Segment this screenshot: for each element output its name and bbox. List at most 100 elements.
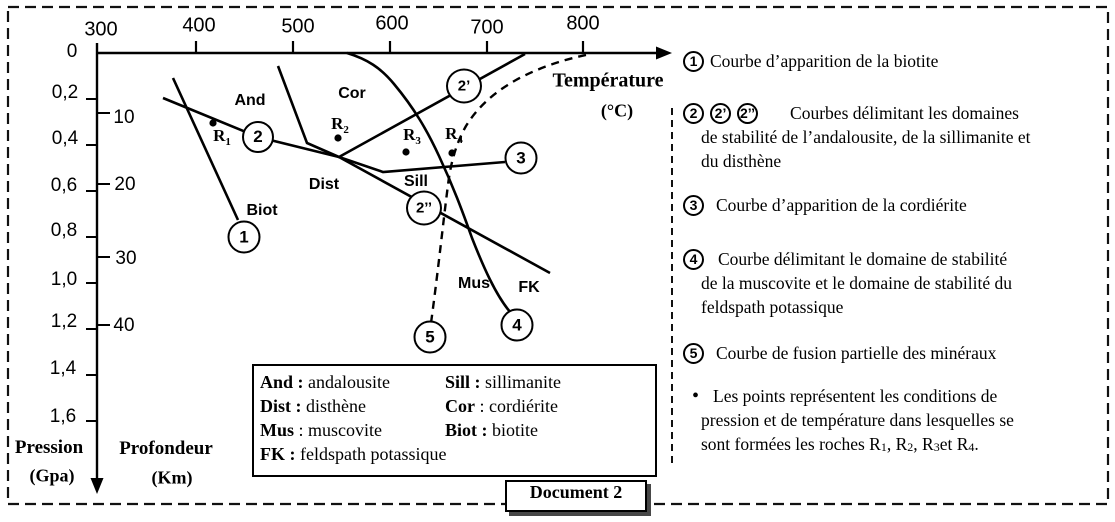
temp-tick-300: 300 — [84, 18, 118, 41]
panel-badge-3: 3 — [683, 194, 704, 216]
rock-label-r3-sub: 3 — [415, 135, 421, 148]
curve-1-biotite — [171, 77, 240, 221]
panel-item-4-line1: 4 Courbe délimitant le domaine de stabil… — [683, 247, 1113, 271]
depth-tick-30: 30 — [115, 248, 137, 269]
legend-fk-abbr: FK : — [260, 444, 296, 464]
temperature-axis-arrow — [656, 46, 672, 60]
temp-tick-800: 800 — [566, 12, 600, 35]
panel-item-2-text2: de stabilité de l’andalousite, de la sil… — [701, 127, 1031, 147]
legend-and-abbr: And : — [260, 372, 304, 392]
pressure-tick-08: 0,8 — [50, 220, 78, 241]
legend-fk: FK : feldspath potassique — [260, 442, 446, 466]
panel-item-points-line1: • Les points représentent les conditions… — [683, 384, 1113, 408]
temperature-axis-unit: (°C) — [600, 100, 634, 121]
rock-label-r4-sub: 4 — [457, 134, 463, 147]
zone-label-cordierite: Cor — [338, 85, 366, 102]
rock-label-r3: R3 — [403, 125, 421, 147]
pressure-tick-04: 0,4 — [51, 128, 79, 149]
document-caption-box: Document 2 — [505, 480, 647, 512]
curve-badge-2doubleprime: 2’’ — [406, 190, 442, 226]
legend-fk-term: feldspath potassique — [295, 444, 447, 464]
panel-badge-2prime: 2’ — [710, 102, 731, 124]
temperature-axis-title: Température — [552, 69, 664, 92]
point-r2 — [334, 134, 342, 142]
depth-tick-20: 20 — [114, 174, 136, 195]
legend-dist: Dist : disthène — [260, 394, 366, 418]
legend-and-term: andalousite — [303, 372, 390, 392]
roches-sub-2: 2 — [907, 440, 914, 454]
curve-2prime-sillimanite — [338, 52, 526, 159]
abbreviation-legend-box: And : andalousite Sill : sillimanite Dis… — [252, 364, 657, 477]
panel-item-2-text3: du disthène — [701, 151, 782, 171]
curve-badge-2prime: 2’ — [446, 68, 482, 104]
temp-tick-700: 700 — [470, 16, 504, 39]
rock-label-r2-sub: 2 — [343, 124, 349, 137]
rock-label-r1: R1 — [213, 126, 231, 148]
legend-cor-abbr: Cor — [445, 396, 475, 416]
axes — [95, 43, 660, 481]
panel-item-points-text2: pression et de température dans lesquell… — [701, 410, 1014, 430]
rock-label-r2: R2 — [331, 114, 349, 136]
panel-item-4-text2: de la muscovite et le domaine de stabili… — [701, 273, 1013, 293]
depth-axis-title: Profondeur — [119, 438, 213, 459]
legend-mus-abbr: Mus — [260, 420, 295, 440]
panel-item-3-line: 3 Courbe d’apparition de la cordiérite — [683, 193, 1113, 217]
pressure-ticks — [86, 98, 97, 422]
bullet-icon: • — [692, 385, 700, 407]
curve-badge-2: 2 — [242, 121, 274, 153]
pressure-tick-16: 1,6 — [49, 406, 77, 427]
panel-item-2-line1: 2 2’ 2’’ Courbes délimitant les domaines — [683, 101, 1113, 125]
panel-item-1-line: 1 Courbe d’apparition de la biotite — [683, 49, 1113, 73]
curve-badge-4: 4 — [500, 308, 534, 342]
panel-item-1: 1 Courbe d’apparition de la biotite — [683, 49, 1113, 73]
pressure-axis-title: Pression — [14, 437, 84, 458]
zone-label-andalousite: And — [234, 92, 266, 109]
panel-badge-1: 1 — [683, 50, 704, 72]
panel-item-5-line: 5 Courbe de fusion partielle des minérau… — [683, 341, 1113, 365]
curve-2-upper-branch — [276, 65, 340, 159]
depth-tick-10: 10 — [113, 107, 135, 128]
legend-mus: Mus : muscovite — [260, 418, 382, 442]
temperature-ticks — [194, 41, 585, 53]
panel-item-2: 2 2’ 2’’ Courbes délimitant les domaines… — [683, 101, 1113, 173]
pressure-tick-02: 0,2 — [51, 82, 79, 103]
rock-label-r2-name: R — [331, 113, 344, 133]
legend-sill-term: sillimanite — [480, 372, 562, 392]
roches-sub-3: 3 — [933, 440, 940, 454]
pressure-tick-0: 0 — [66, 41, 78, 62]
legend-biot: Biot : biotite — [445, 418, 538, 442]
panel-badge-5: 5 — [683, 342, 704, 364]
roches-text-4: . — [974, 434, 979, 454]
temp-tick-400: 400 — [182, 14, 216, 37]
rock-label-r4: R4 — [445, 124, 463, 146]
curve-4-muscovite-feldspath — [346, 51, 512, 314]
legend-biot-abbr: Biot : — [445, 420, 488, 440]
rock-label-r1-name: R — [213, 125, 226, 145]
temp-tick-600: 600 — [375, 12, 409, 35]
legend-dist-abbr: Dist : — [260, 396, 302, 416]
curve-5-fusion-partielle-dashed — [429, 53, 587, 324]
panel-badge-2: 2 — [683, 102, 704, 124]
roches-sub-4: 4 — [968, 440, 975, 454]
panel-item-4-text1: Courbe délimitant le domaine de stabilit… — [718, 249, 1008, 269]
panel-item-5-text: Courbe de fusion partielle des minéraux — [716, 343, 997, 363]
rock-label-r4-name: R — [445, 123, 458, 143]
zone-label-feldspath: FK — [518, 279, 540, 296]
panel-badge-2doubleprime: 2’’ — [737, 102, 759, 124]
roches-sub-1: 1 — [880, 440, 887, 454]
zone-label-biotite: Biot — [246, 202, 278, 219]
legend-mus-term: : muscovite — [294, 420, 383, 440]
legend-dist-term: disthène — [301, 396, 366, 416]
curve-badge-5: 5 — [413, 320, 447, 354]
panel-item-2-text1: Courbes délimitant les domaines — [790, 103, 1019, 123]
panel-item-4-text3: feldspath potassique — [701, 297, 844, 317]
rock-points — [209, 119, 456, 157]
panel-item-5: 5 Courbe de fusion partielle des minérau… — [683, 341, 1113, 365]
zone-label-sillimanite: Sill — [403, 173, 429, 190]
panel-badge-4: 4 — [683, 248, 704, 270]
panel-item-1-text: Courbe d’apparition de la biotite — [710, 51, 939, 71]
legend-and: And : andalousite — [260, 370, 390, 394]
temp-tick-500: 500 — [281, 15, 315, 38]
pressure-tick-14: 1,4 — [49, 358, 77, 379]
point-r1 — [209, 119, 217, 127]
